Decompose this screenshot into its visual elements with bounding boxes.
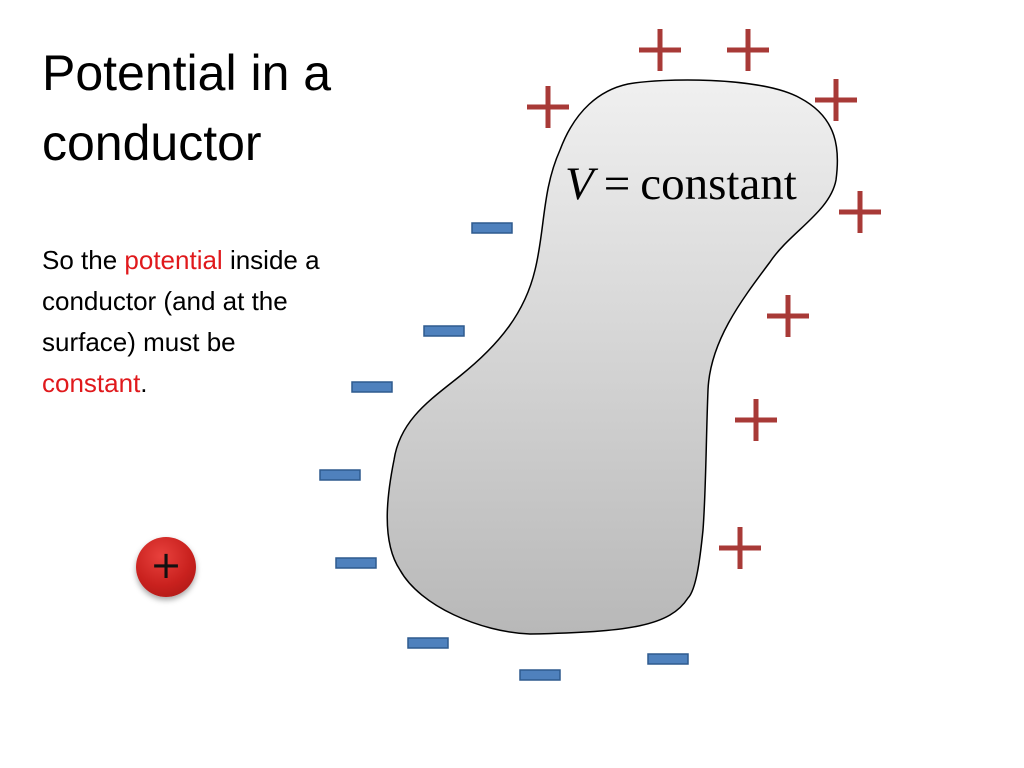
minus-charge-8 (647, 653, 689, 665)
conductor-shape (386, 79, 839, 635)
charge-button-label: + (150, 543, 182, 587)
minus-charge-1 (471, 222, 513, 234)
slide-title: Potential in a conductor (42, 45, 332, 171)
body-text-part2: inside a conductor (and at the surface) … (42, 245, 320, 357)
equation-label: V=constant (565, 158, 797, 210)
plus-charge-6 (767, 295, 809, 337)
positive-test-charge[interactable]: + (136, 537, 196, 597)
minus-charge-7 (519, 669, 561, 681)
plus-charge-1 (639, 29, 681, 71)
negative-charges (319, 222, 689, 681)
body-text-part3: . (140, 368, 148, 398)
plus-charge-3 (527, 86, 569, 128)
equation-variable: V (565, 158, 599, 210)
highlight-constant: constant (42, 368, 141, 398)
body-text-part1: So the (42, 245, 125, 275)
equation-value: constant (640, 158, 797, 210)
minus-charge-4 (319, 469, 361, 481)
minus-charge-3 (351, 381, 393, 393)
minus-charge-2 (423, 325, 465, 337)
slide-body-text: So the potential inside a conductor (and… (42, 240, 342, 404)
plus-charge-8 (719, 527, 761, 569)
highlight-potential: potential (124, 245, 223, 275)
plus-charge-4 (815, 79, 857, 121)
plus-charge-5 (839, 191, 881, 233)
equation-equals: = (604, 158, 631, 210)
positive-charges (527, 29, 881, 569)
minus-charge-6 (407, 637, 449, 649)
minus-charge-5 (335, 557, 377, 569)
plus-charge-7 (735, 399, 777, 441)
plus-charge-2 (727, 29, 769, 71)
